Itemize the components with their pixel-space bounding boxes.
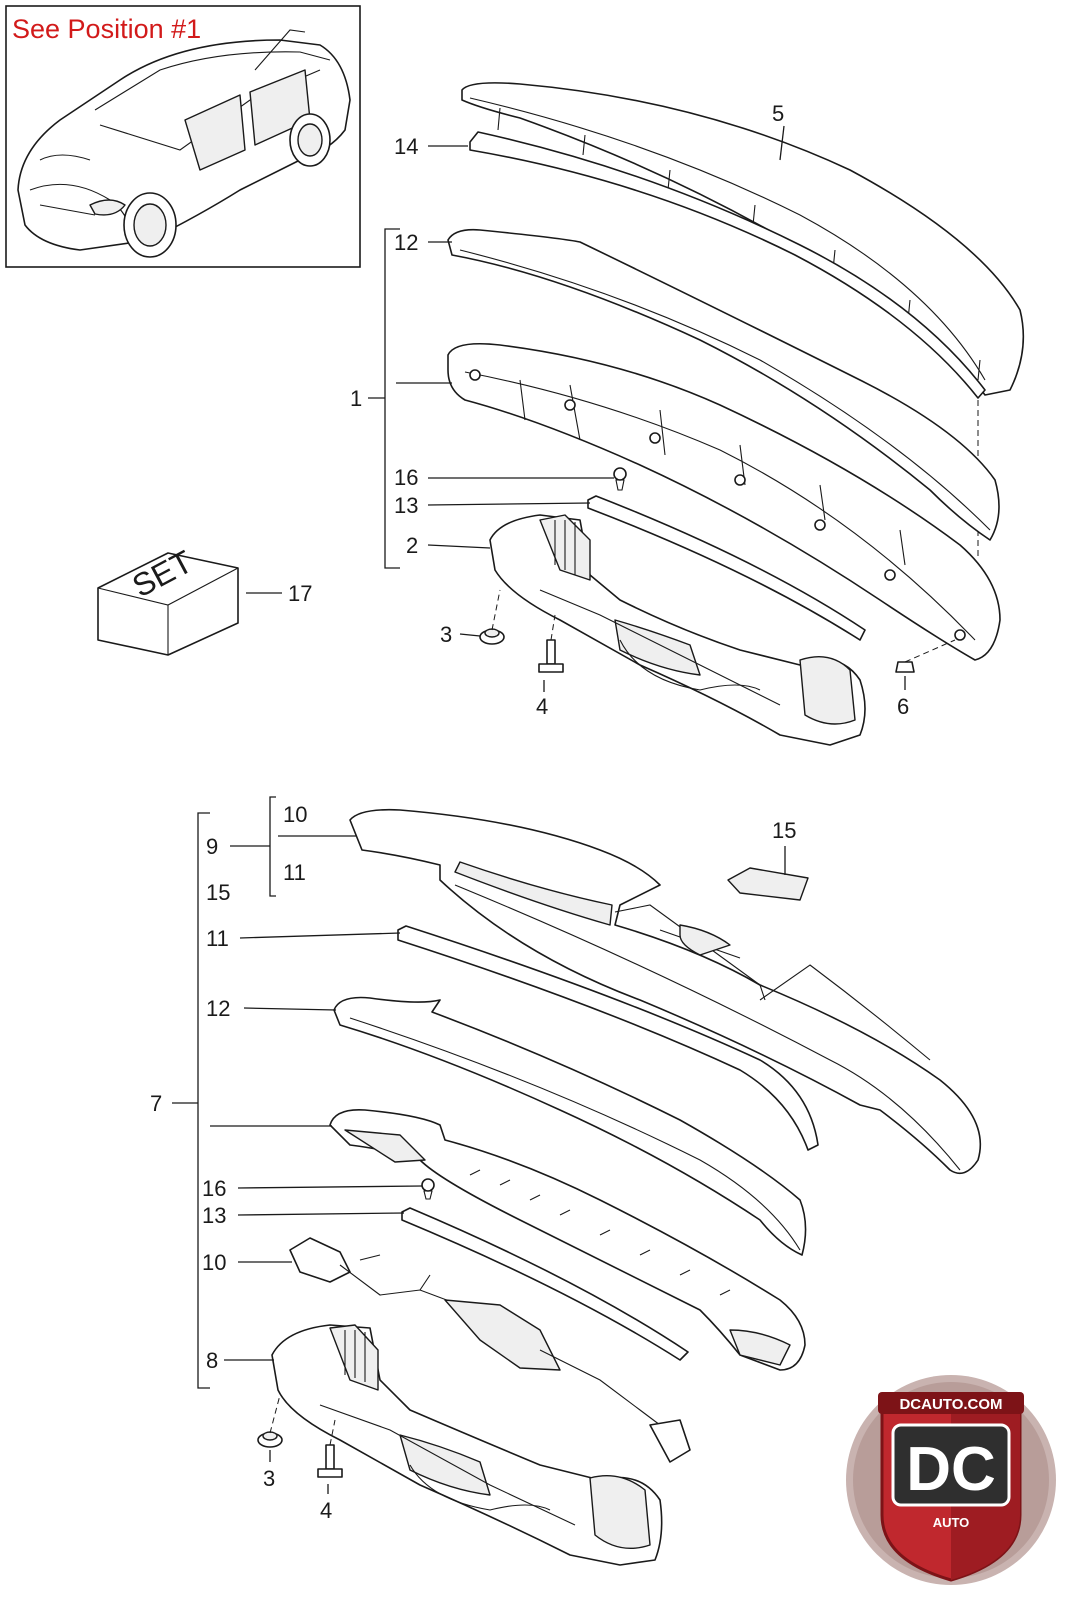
upper-callouts: 5 14 12 1 16 13 2 17 3 4 6 bbox=[246, 101, 909, 719]
callout-10-top: 10 bbox=[283, 802, 307, 827]
part-1-wing-frame[interactable] bbox=[447, 342, 1001, 661]
part-13-seal[interactable] bbox=[587, 495, 866, 641]
upper-assembly: SET 5 14 12 1 16 13 2 17 3 4 bbox=[97, 82, 1025, 746]
badge-site-text: DCAUTO.COM bbox=[899, 1396, 1002, 1413]
callout-4: 4 bbox=[320, 1498, 332, 1523]
part-3-grommet[interactable] bbox=[479, 589, 505, 645]
part-15-patch[interactable] bbox=[727, 867, 809, 901]
dcauto-badge: DCAUTO.COM DC AUTO bbox=[846, 1375, 1056, 1585]
part-4-lower-bolt[interactable] bbox=[317, 1419, 343, 1478]
lower-callouts: 10 9 11 15 15 7 11 12 16 13 10 8 3 bbox=[150, 796, 796, 1523]
callout-13: 13 bbox=[394, 493, 418, 518]
part-13-lower-seal[interactable] bbox=[401, 1207, 689, 1361]
lower-assembly: 10 9 11 15 15 7 11 12 16 13 10 8 3 bbox=[150, 796, 982, 1566]
part-11-strip[interactable] bbox=[397, 925, 819, 1151]
callout-7: 7 bbox=[150, 1091, 162, 1116]
callout-1: 1 bbox=[350, 386, 362, 411]
part-14-seal[interactable] bbox=[469, 131, 986, 399]
badge-logo-text: DC bbox=[906, 1435, 996, 1504]
callout-17: 17 bbox=[288, 581, 312, 606]
part-5-wing-cover[interactable] bbox=[461, 82, 1025, 396]
part-8-actuator[interactable] bbox=[271, 1324, 663, 1566]
part-16-lower-clip[interactable] bbox=[421, 1178, 435, 1200]
part-9-wing[interactable] bbox=[349, 808, 982, 1175]
callout-15-right: 15 bbox=[772, 818, 796, 843]
badge-banner bbox=[878, 1392, 1024, 1414]
inset-panel[interactable]: See Position #1 bbox=[5, 5, 361, 268]
part-10-cable-assembly[interactable] bbox=[289, 1237, 691, 1463]
callout-16: 16 bbox=[394, 465, 418, 490]
callout-10-bottom: 10 bbox=[202, 1250, 226, 1275]
callout-5: 5 bbox=[772, 101, 784, 126]
callout-6: 6 bbox=[897, 694, 909, 719]
callout-12: 12 bbox=[394, 230, 418, 255]
callout-9: 9 bbox=[206, 834, 218, 859]
part-4-bolt[interactable] bbox=[538, 614, 564, 673]
callout-13: 13 bbox=[202, 1203, 226, 1228]
callout-3: 3 bbox=[440, 622, 452, 647]
callout-4: 4 bbox=[536, 694, 548, 719]
callout-2: 2 bbox=[406, 533, 418, 558]
callout-14: 14 bbox=[394, 134, 418, 159]
badge-subtitle-text: AUTO bbox=[933, 1515, 970, 1530]
callout-8: 8 bbox=[206, 1348, 218, 1373]
part-16-clip[interactable] bbox=[613, 467, 627, 491]
part-17-set-kit[interactable]: SET bbox=[97, 543, 239, 656]
callout-11-left: 11 bbox=[206, 926, 229, 951]
inset-title: See Position #1 bbox=[12, 14, 201, 44]
callout-3: 3 bbox=[263, 1466, 275, 1491]
part-7-inner-panel[interactable] bbox=[329, 1108, 806, 1371]
car-illustration bbox=[17, 29, 351, 258]
part-12-trim[interactable] bbox=[447, 228, 1000, 541]
part-3-lower-grommet[interactable] bbox=[257, 1394, 283, 1448]
callout-15-left: 15 bbox=[206, 880, 230, 905]
part-6-nut[interactable] bbox=[895, 639, 956, 673]
callout-11-top: 11 bbox=[283, 860, 306, 885]
part-2-actuator[interactable] bbox=[489, 514, 866, 746]
callout-16: 16 bbox=[202, 1176, 226, 1201]
callout-12: 12 bbox=[206, 996, 230, 1021]
part-12-lower-trim[interactable] bbox=[333, 996, 807, 1256]
